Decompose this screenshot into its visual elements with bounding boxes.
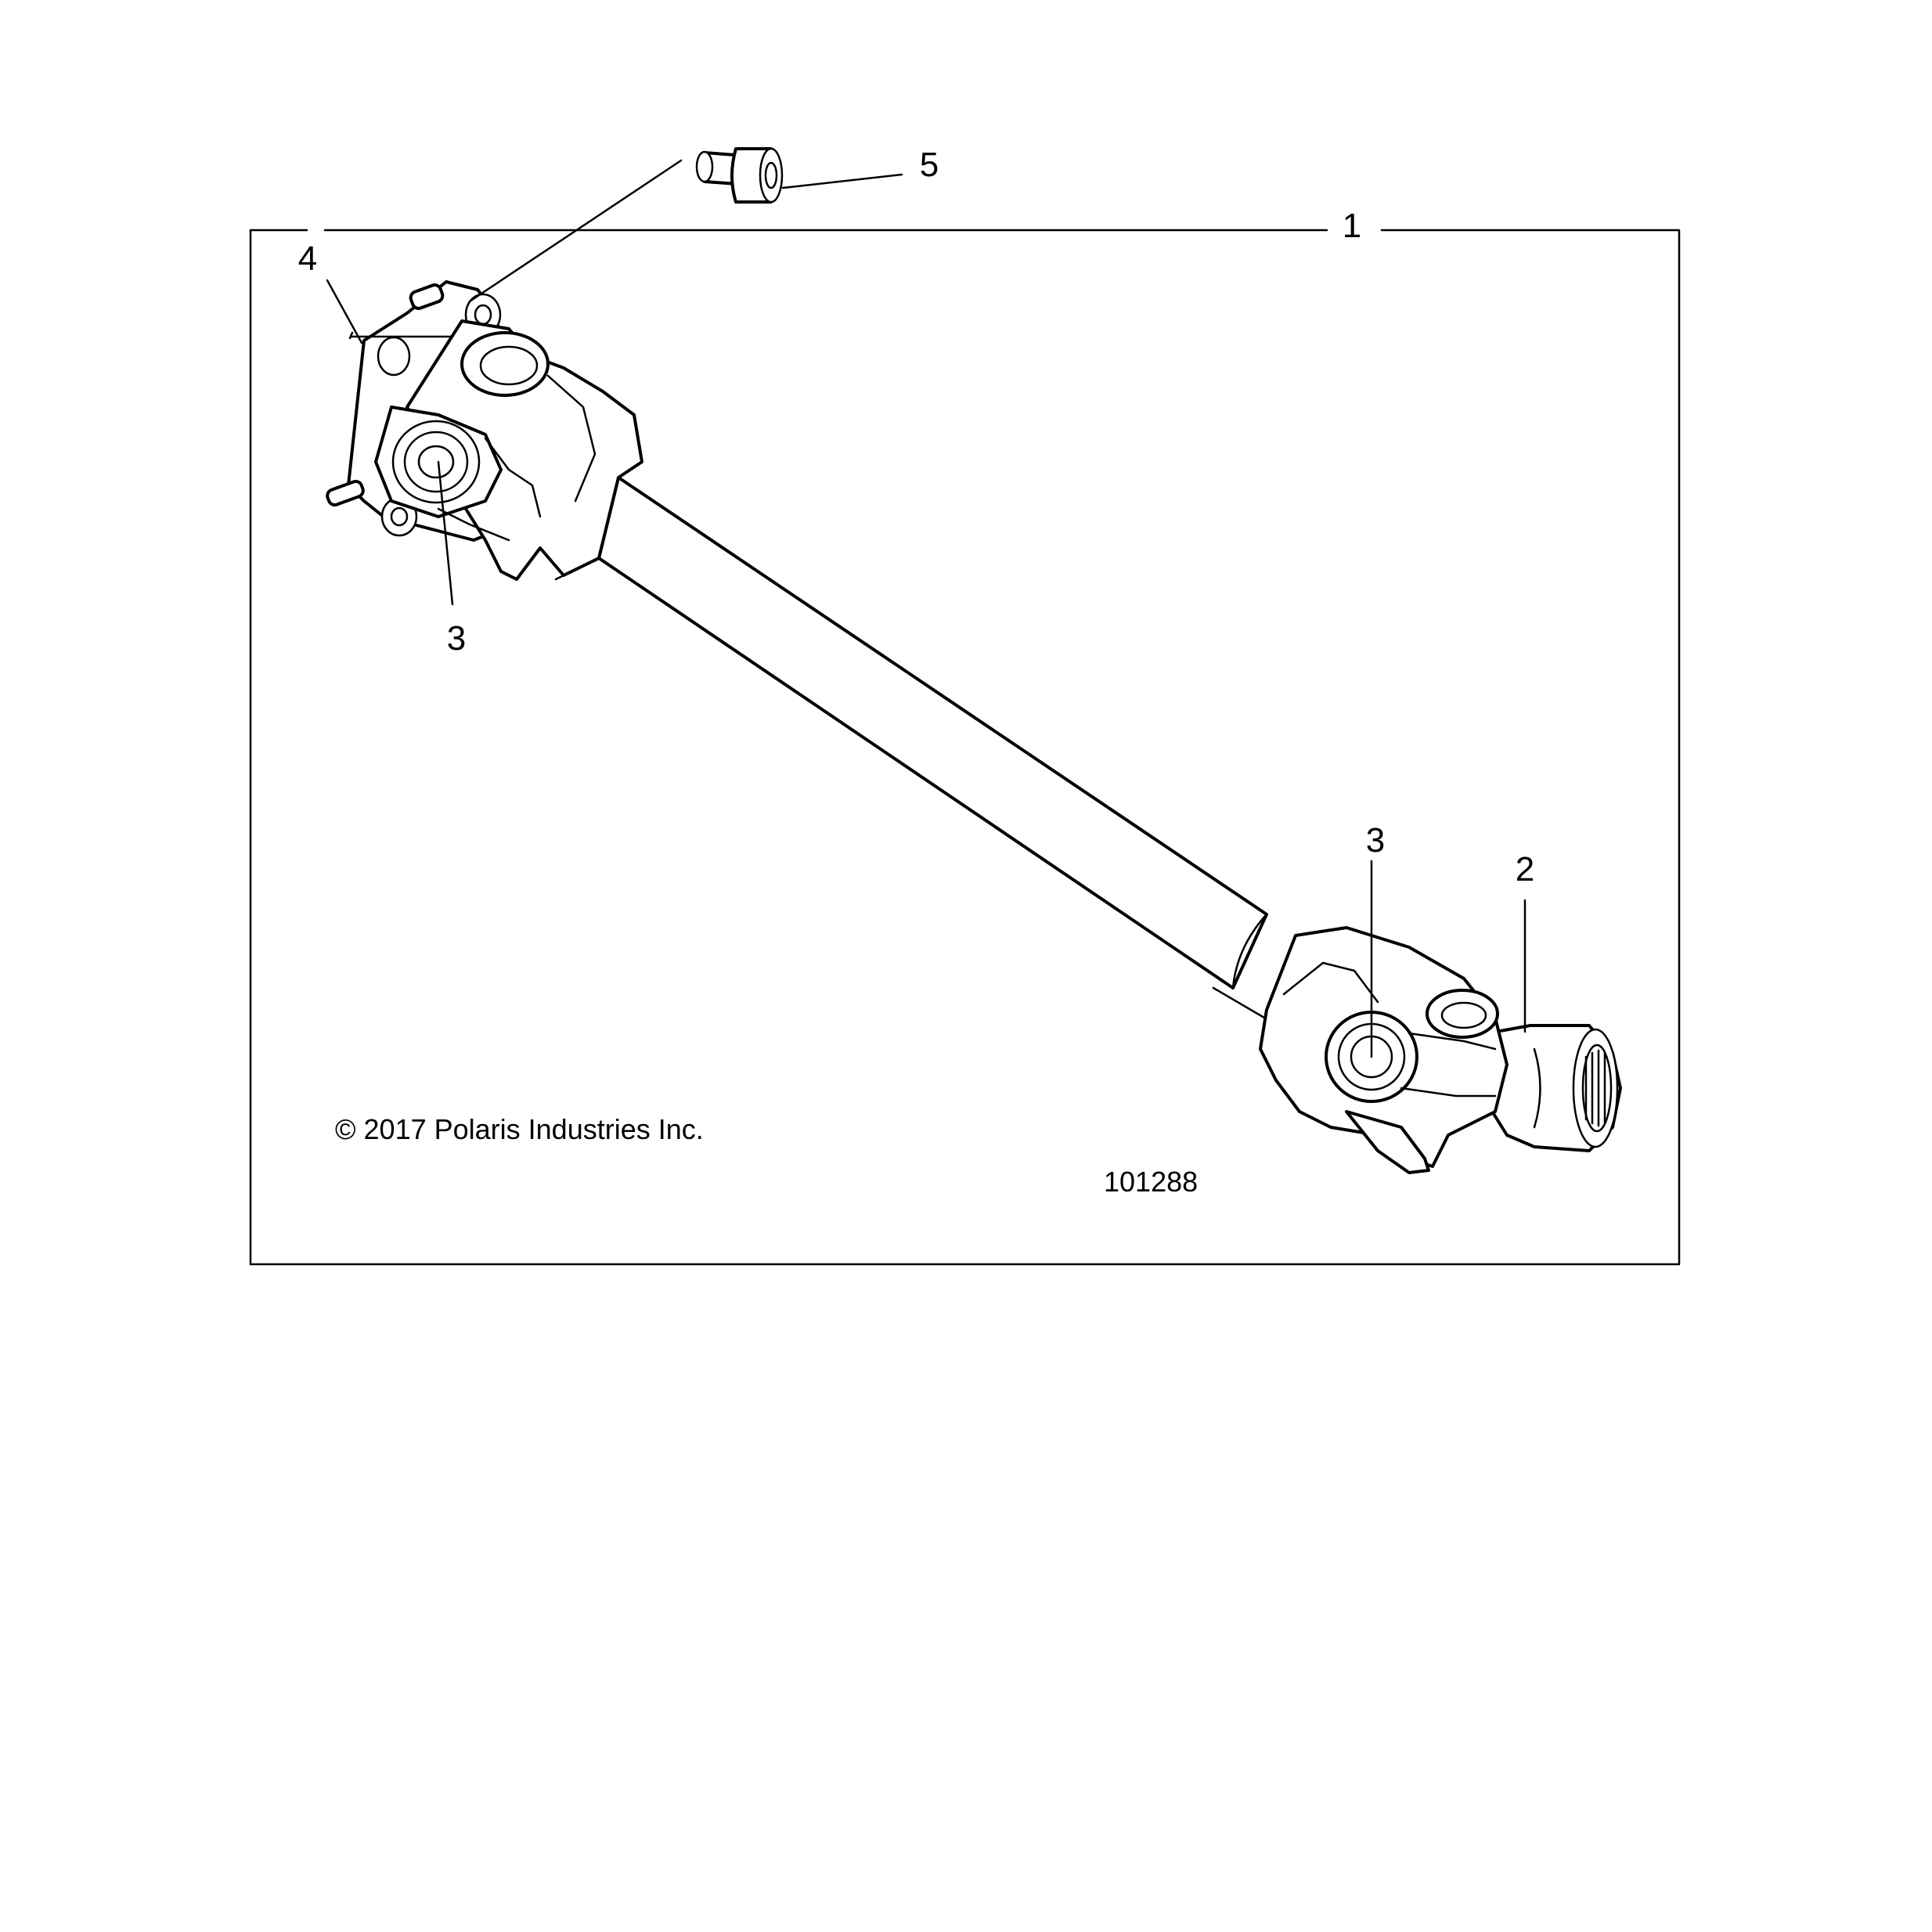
- rear-yoke-assembly: [1259, 926, 1622, 1174]
- callout-4: 4: [298, 240, 317, 278]
- fastener-bolt: [695, 147, 784, 204]
- copyright-notice: © 2017 Polaris Industries Inc.: [335, 1113, 704, 1145]
- leader-lines: [326, 159, 1526, 1058]
- assembly-frame: [249, 229, 1681, 1266]
- drive-shaft-tube: [550, 476, 1268, 1019]
- callout-1: 1: [1343, 207, 1361, 245]
- callout-5: 5: [920, 146, 939, 184]
- front-yoke-assembly: [326, 280, 643, 581]
- callout-3-rear: 3: [1366, 821, 1385, 860]
- callout-3-front: 3: [447, 619, 466, 658]
- callout-2: 2: [1516, 850, 1534, 889]
- figure-number: 101288: [1104, 1166, 1198, 1198]
